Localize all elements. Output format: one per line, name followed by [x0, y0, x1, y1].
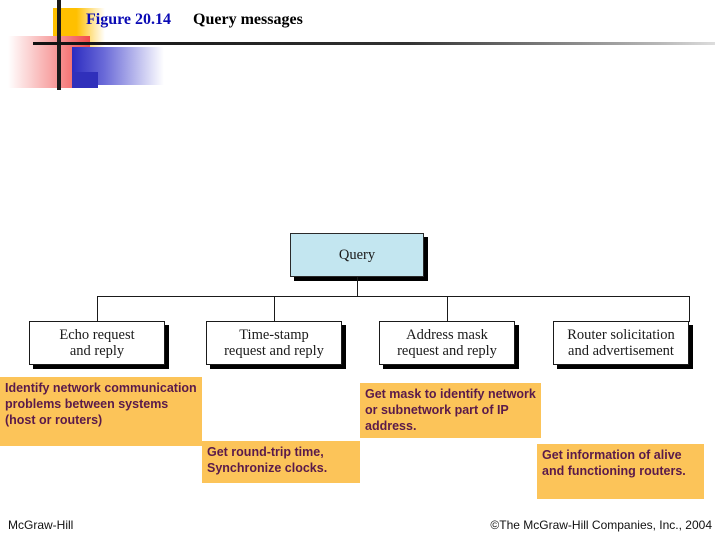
decoration-blue-square [72, 72, 98, 88]
diagram-node-echo-request-and-reply[interactable]: Echo request and reply [29, 321, 165, 365]
decoration-vertical-rule [57, 0, 61, 90]
connector-drop-timestamp [274, 296, 275, 322]
annotation-addressmask-note: Get mask to identify network or subnetwo… [360, 383, 541, 438]
connector-drop-echo [97, 296, 98, 322]
footer-publisher: Mc­Graw-Hill [8, 518, 74, 532]
figure-number: Figure 20.14 [86, 11, 172, 28]
diagram-node-query[interactable]: Query [290, 233, 424, 277]
connector-bus [97, 296, 689, 297]
figure-caption: Query messages [193, 11, 303, 28]
diagram-node-router-solicitation-and-advertisement[interactable]: Router solicitation and advertisement [553, 321, 689, 365]
connector-drop-router [689, 296, 690, 322]
diagram-node-address-mask-request-and-reply[interactable]: Address mask request and reply [379, 321, 515, 365]
page-title: Figure 20.14 Query messages [86, 11, 303, 29]
annotation-router-note: Get information of alive and functioning… [537, 444, 704, 499]
diagram-node-label: Address mask request and reply [397, 326, 497, 359]
annotation-timestamp-note: Get round-trip time, Synchronize clocks. [202, 441, 360, 483]
annotation-echo-note: Identify network communication problems … [0, 377, 202, 446]
diagram-node-time-stamp-request-and-reply[interactable]: Time-stamp request and reply [206, 321, 342, 365]
connector-drop-addressmask [447, 296, 448, 322]
connector-root-stem [357, 277, 358, 297]
footer-copyright: ©The McGraw-Hill Companies, Inc., 2004 [490, 518, 712, 532]
diagram-node-label: Time-stamp request and reply [224, 326, 324, 359]
annotation-text: Get mask to identify network or subnetwo… [365, 387, 536, 433]
diagram-node-label: Router solicitation and advertisement [567, 326, 675, 359]
diagram-node-label: Query [338, 246, 376, 263]
annotation-text: Get round-trip time, Synchronize clocks. [207, 445, 328, 475]
annotation-text: Identify network communication problems … [5, 381, 197, 427]
decoration-horizontal-rule [33, 42, 715, 45]
diagram-node-label: Echo request and reply [59, 326, 135, 359]
annotation-text: Get information of alive and functioning… [542, 448, 686, 478]
